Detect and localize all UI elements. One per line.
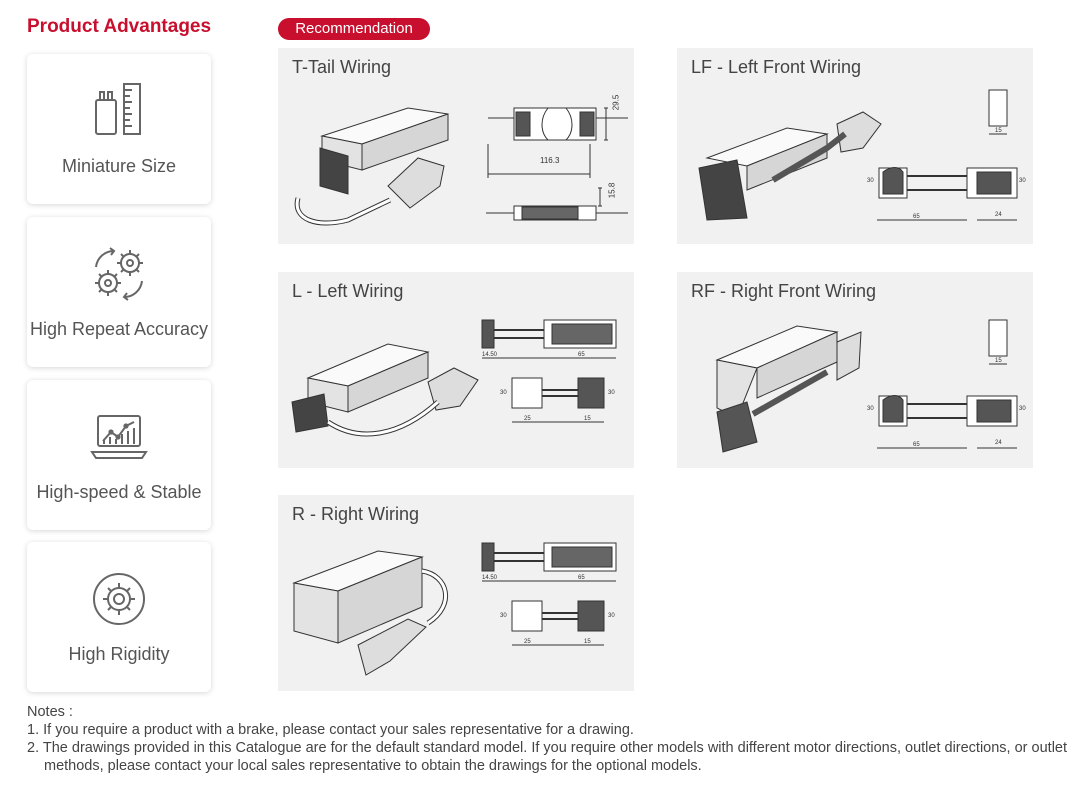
dimension-views (481, 542, 617, 646)
advantage-card-miniature-size: Miniature Size (27, 54, 211, 204)
dim-label: 30 (500, 613, 507, 619)
dim-label: 65 (578, 352, 585, 358)
r-wiring-drawing (292, 542, 617, 676)
panel-title: R - Right Wiring (292, 504, 420, 524)
actuator-illustration (292, 550, 448, 676)
dim-label: 15 (995, 358, 1002, 364)
dim-label: 65 (578, 575, 585, 581)
dimension-views (877, 319, 1018, 449)
dim-label: 14.50 (482, 352, 498, 358)
dim-label: 24 (995, 440, 1002, 446)
dim-label: 25 (524, 639, 531, 645)
panel-t-tail-wiring: T-Tail Wiring 116.3 29.5 15.8 (278, 48, 634, 244)
panel-title: T-Tail Wiring (292, 57, 392, 77)
dim-label: 65 (913, 214, 920, 220)
actuator-illustration (698, 111, 882, 221)
dim-label: 30 (608, 390, 615, 396)
notes-heading: Notes : (27, 704, 73, 720)
laptop-chart-icon (90, 415, 148, 459)
note-line: 1. If you require a product with a brake… (27, 722, 634, 738)
t-tail-wiring-drawing (294, 107, 628, 226)
dim-label: 30 (608, 613, 615, 619)
l-wiring-drawing (291, 319, 617, 437)
note-line: 2. The drawings provided in this Catalog… (27, 740, 1068, 774)
ruler-size-icon (95, 83, 141, 135)
dim-label: 25 (524, 416, 531, 422)
product-advantages-title: Product Advantages (27, 16, 212, 37)
actuator-illustration (715, 325, 862, 453)
panel-lf-left-front-wiring: LF - Left Front Wiring 15 30 65 24 30 (677, 48, 1033, 244)
advantage-card-high-repeat-accuracy: High Repeat Accuracy (27, 217, 211, 367)
dim-label: 30 (867, 178, 874, 184)
advantage-label: Miniature Size (61, 156, 177, 176)
panel-l-left-wiring: L - Left Wiring 14.50 65 30 25 15 30 (278, 272, 634, 468)
dim-label: 30 (867, 406, 874, 412)
dim-label: 65 (913, 442, 920, 448)
recommendation-badge: Recommendation (278, 18, 430, 40)
panel-title: L - Left Wiring (292, 281, 404, 301)
panel-rf-right-front-wiring: RF - Right Front Wiring 15 30 65 24 30 (677, 272, 1033, 468)
dim-label: 30 (1019, 406, 1026, 412)
advantage-label: High Repeat Accuracy (29, 319, 209, 339)
dimension-top-view (487, 107, 628, 178)
dim-label: 15 (584, 416, 591, 422)
notes-section: Notes : 1. If you require a product with… (27, 703, 1077, 775)
dim-label: 116.3 (540, 156, 560, 165)
dim-label: 15.8 (607, 182, 617, 199)
dim-label: 24 (995, 212, 1002, 218)
lf-wiring-drawing (698, 89, 1018, 221)
dim-label: 14.50 (482, 575, 498, 581)
dimension-views (877, 89, 1018, 221)
dim-label: 30 (1019, 178, 1026, 184)
panel-r-right-wiring: R - Right Wiring 14.50 65 30 25 15 30 (278, 495, 634, 691)
dimension-views (481, 319, 617, 423)
dim-label: 30 (500, 390, 507, 396)
dim-label: 15 (995, 128, 1002, 134)
panel-title: RF - Right Front Wiring (691, 281, 877, 301)
advantage-label: High Rigidity (68, 644, 170, 664)
gear-circle-icon (93, 573, 145, 625)
actuator-illustration (294, 107, 449, 226)
advantage-label: High-speed & Stable (36, 482, 202, 502)
gears-cycle-icon (95, 247, 143, 301)
rf-wiring-drawing (715, 319, 1018, 453)
actuator-illustration (291, 343, 479, 437)
dim-label: 29.5 (611, 94, 621, 111)
panel-title: LF - Left Front Wiring (691, 57, 862, 77)
dim-label: 15 (584, 639, 591, 645)
advantage-card-high-rigidity: High Rigidity (27, 542, 211, 692)
advantage-card-high-speed-stable: High-speed & Stable (27, 380, 211, 530)
dimension-side-view (486, 187, 628, 221)
